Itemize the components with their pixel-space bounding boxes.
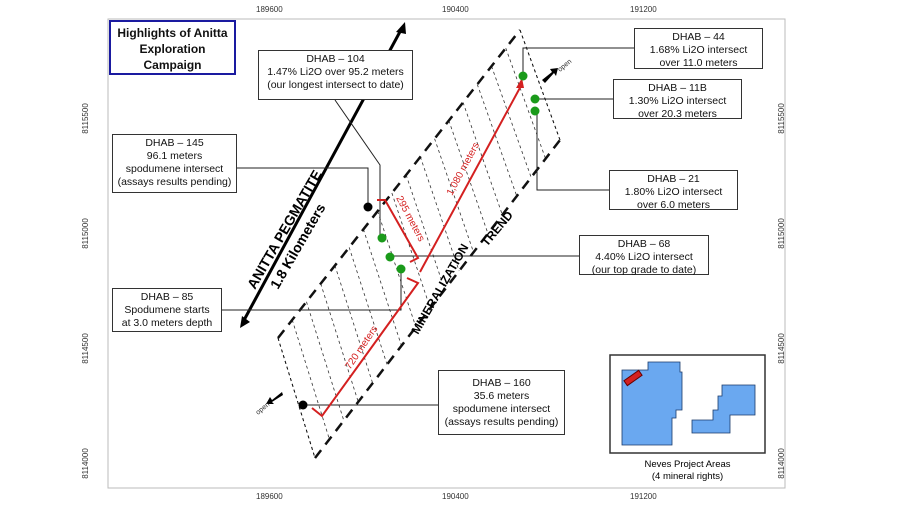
- callout-id: DHAB – 160: [472, 377, 531, 389]
- drill-hole-dhab44: [518, 71, 528, 81]
- section-line: [306, 301, 345, 421]
- callout-id: DHAB – 44: [672, 31, 725, 43]
- callout-id: DHAB – 85: [140, 291, 194, 303]
- callout-line: (assays results pending): [444, 416, 559, 428]
- callout-line: (our top grade to date): [591, 264, 697, 276]
- drill-hole-dhab21: [530, 106, 540, 116]
- open-arrow-icon: [542, 68, 558, 83]
- trend-boundary-start: [277, 337, 316, 459]
- callout-line: 1.80% Li2O intersect: [624, 186, 723, 198]
- inset-map: [609, 354, 766, 454]
- y-tick-right: 8115000: [776, 218, 786, 249]
- section-line: [363, 229, 402, 346]
- callout-id: DHAB – 11B: [648, 82, 707, 94]
- y-tick-right: 8115500: [776, 103, 786, 134]
- open-arrow-icon: [266, 392, 283, 404]
- map-title: Highlights of Anitta Exploration Campaig…: [109, 20, 236, 75]
- inset-subtitle: (4 mineral rights): [651, 471, 724, 482]
- distance-lines: [311, 83, 523, 418]
- section-line: [348, 247, 388, 365]
- arrowhead-icon: [240, 316, 250, 328]
- section-line: [334, 265, 374, 384]
- callout-dhab145: DHAB – 145 96.1 meters spodumene interse…: [112, 134, 237, 193]
- callout-line: spodumene intersect: [452, 403, 551, 415]
- hatch-lines: [277, 29, 561, 459]
- distance-720: 720 meters: [343, 324, 380, 372]
- callout-line: spodumene intersect: [125, 163, 224, 175]
- trend-boundary-end: [519, 29, 561, 141]
- drill-hole-dhab104: [377, 233, 387, 243]
- arrowhead-icon: [516, 78, 524, 88]
- callout-dhab160: DHAB – 160 35.6 meters spodumene interse…: [438, 370, 565, 435]
- trend-boundary-upper: [277, 29, 521, 339]
- drill-holes: [298, 71, 540, 410]
- section-line: [391, 192, 431, 309]
- map-frame: [107, 18, 786, 489]
- section-line: [505, 47, 546, 159]
- callout-dhab104: DHAB – 104 1.47% Li2O over 95.2 meters (…: [258, 50, 413, 100]
- callout-line: Spodumene starts: [124, 304, 210, 316]
- callout-dhab11b: DHAB – 11B 1.30% Li2O intersect over 20.…: [613, 79, 742, 120]
- y-tick-left: 8114500: [80, 333, 90, 364]
- callout-dhab85: DHAB – 85 Spodumene starts at 3.0 meters…: [112, 288, 222, 332]
- callout-line: 1.30% Li2O intersect: [628, 95, 727, 107]
- y-tick-left: 8114000: [80, 448, 90, 479]
- section-line: [519, 29, 561, 141]
- section-line: [291, 319, 330, 440]
- callout-line: 1.47% Li2O over 95.2 meters: [267, 66, 404, 78]
- y-tick-left: 8115000: [80, 218, 90, 249]
- callout-line: over 6.0 meters: [637, 199, 710, 211]
- arrowhead-icon: [396, 22, 406, 34]
- section-line: [405, 174, 446, 290]
- callout-line: over 20.3 meters: [638, 108, 717, 120]
- inset-title: Neves Project Areas: [644, 459, 731, 470]
- callout-id: DHAB – 21: [647, 173, 700, 185]
- y-tick-right: 8114500: [776, 333, 786, 364]
- callout-dhab44: DHAB – 44 1.68% Li2O intersect over 11.0…: [634, 28, 763, 69]
- callout-line: at 3.0 meters depth: [121, 317, 213, 329]
- callout-line: 35.6 meters: [473, 390, 530, 402]
- drill-hole-dhab160: [298, 400, 308, 410]
- callout-dhab21: DHAB – 21 1.80% Li2O intersect over 6.0 …: [609, 170, 738, 211]
- callout-line: 1.68% Li2O intersect: [649, 44, 748, 56]
- drill-hole-dhab68: [385, 252, 395, 262]
- section-line: [419, 156, 460, 272]
- drill-hole-dhab145: [363, 202, 373, 212]
- section-line: [448, 120, 489, 234]
- open-label-ne: open: [557, 58, 574, 73]
- section-line: [491, 66, 532, 178]
- callout-line: 4.40% Li2O intersect: [595, 251, 693, 263]
- leader-lines: [222, 47, 634, 406]
- callout-line: (assays results pending): [117, 176, 232, 188]
- callout-id: DHAB – 145: [145, 137, 204, 149]
- y-tick-left: 8115500: [80, 103, 90, 134]
- x-tick-bottom: 190400: [442, 492, 469, 501]
- callout-id: DHAB – 104: [306, 53, 365, 65]
- callout-id: DHAB – 68: [617, 238, 671, 250]
- x-tick-top: 190400: [442, 5, 469, 14]
- y-tick-right: 8114000: [776, 448, 786, 479]
- section-line: [320, 283, 359, 403]
- x-tick-bottom: 191200: [630, 492, 657, 501]
- section-line: [434, 138, 474, 253]
- drill-hole-dhab85: [396, 264, 406, 274]
- section-line: [476, 84, 518, 197]
- callout-dhab68: DHAB – 68 4.40% Li2O intersect (our top …: [579, 235, 709, 276]
- callout-line: (our longest intersect to date): [267, 79, 404, 91]
- inset-caption: Neves Project Areas (4 mineral rights): [610, 459, 765, 483]
- anitta-marker: [623, 369, 643, 387]
- x-tick-top: 189600: [256, 5, 283, 14]
- distance-295: 295 meters: [393, 194, 426, 243]
- trend-label: TREND: [479, 208, 517, 249]
- drill-hole-dhab11b: [530, 94, 540, 104]
- x-tick-top: 191200: [630, 5, 657, 14]
- x-tick-bottom: 189600: [256, 492, 283, 501]
- callout-line: over 11.0 meters: [659, 57, 738, 69]
- section-line: [462, 102, 503, 215]
- callout-line: 96.1 meters: [146, 150, 203, 162]
